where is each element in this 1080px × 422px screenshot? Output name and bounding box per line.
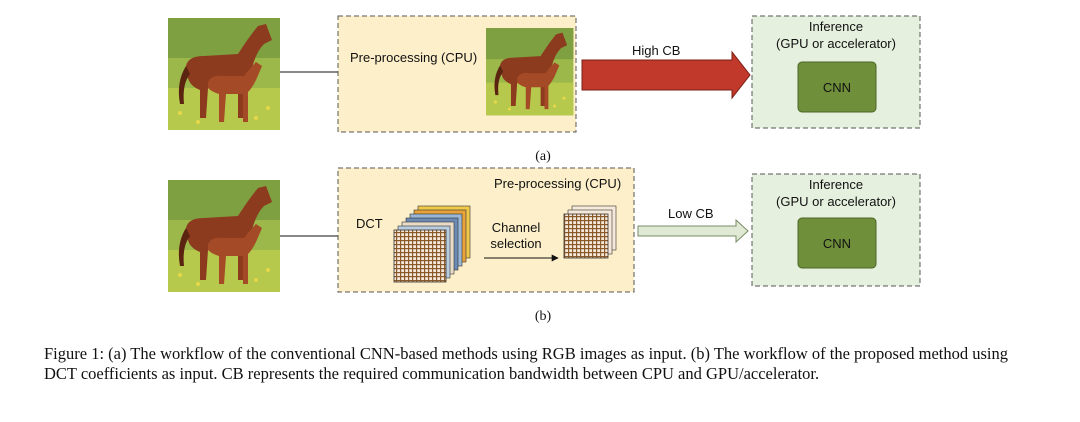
cnn-block-b xyxy=(797,217,877,269)
input-image-a xyxy=(168,18,280,130)
cnn-label-a: CNN xyxy=(823,80,851,95)
high-cb-label: High CB xyxy=(632,43,680,58)
cnn-label-b: CNN xyxy=(823,236,851,251)
high-cb-arrow xyxy=(581,50,751,100)
channel-selection-line2: selection xyxy=(490,236,541,251)
dct-coefficient-stack-icon xyxy=(393,205,471,283)
panel-b-sublabel: (b) xyxy=(535,309,552,324)
selected-channel-stack-icon xyxy=(563,205,617,259)
inference-subtitle-b: (GPU or accelerator) xyxy=(776,194,896,209)
inference-subtitle-a: (GPU or accelerator) xyxy=(776,36,896,51)
low-cb-label: Low CB xyxy=(668,206,714,221)
panel-a: Pre-processing (CPU) High CB Inference (… xyxy=(168,15,921,164)
panel-b: Pre-processing (CPU) DCT Channel selecti… xyxy=(168,167,921,324)
cnn-block-a xyxy=(797,61,877,113)
preprocessing-label-b: Pre-processing (CPU) xyxy=(494,176,621,191)
panel-a-sublabel: (a) xyxy=(535,149,551,164)
channel-selection-line1: Channel xyxy=(492,220,541,235)
low-cb-arrow xyxy=(637,218,749,244)
inference-title-b: Inference xyxy=(809,177,863,192)
preprocessing-label-a: Pre-processing (CPU) xyxy=(350,50,477,65)
input-image-b xyxy=(168,180,280,292)
inference-title-a: Inference xyxy=(809,19,863,34)
preprocessed-image-a xyxy=(486,28,574,116)
workflow-diagram: Pre-processing (CPU) High CB Inference (… xyxy=(168,15,921,324)
figure-caption: Figure 1: (a) The workflow of the conven… xyxy=(44,344,1009,383)
dct-label: DCT xyxy=(356,216,383,231)
